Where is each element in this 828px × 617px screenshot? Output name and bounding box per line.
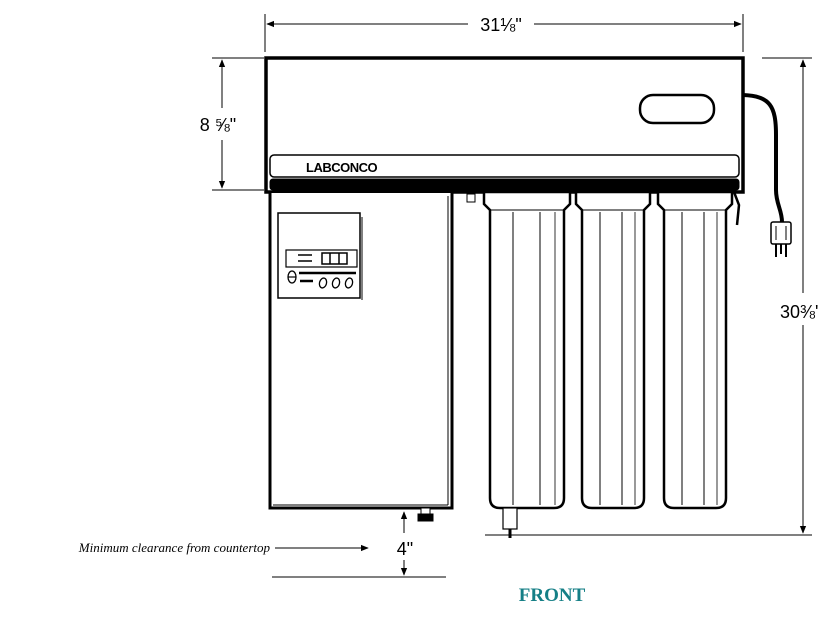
width-label: 31⅛"	[480, 15, 521, 35]
view-caption: FRONT	[519, 585, 586, 606]
clearance-note: Minimum clearance from countertop	[78, 540, 271, 555]
side-hose	[732, 191, 741, 226]
filter-cartridge-1	[482, 190, 572, 538]
power-cord	[742, 93, 792, 257]
control-panel	[285, 249, 358, 268]
total-height-dimension	[485, 57, 812, 536]
fitting	[466, 193, 476, 203]
power-indicator-icon	[287, 270, 297, 284]
head-height-dimension	[212, 57, 264, 191]
clearance-label: 4"	[397, 539, 413, 559]
total-height-label: 30⅜'	[780, 302, 818, 322]
unit-head	[264, 56, 745, 194]
brand-label: LABCONCO	[306, 160, 377, 175]
width-dimension	[264, 14, 744, 52]
filter-cartridge-2	[574, 190, 652, 510]
water-cabinet	[268, 193, 454, 510]
drain-valve	[417, 507, 434, 522]
status-indicators	[299, 271, 356, 289]
filter-cartridge-3	[656, 190, 734, 510]
clearance-dimension	[272, 511, 446, 578]
head-height-label: 8 ⅝"	[200, 115, 236, 135]
